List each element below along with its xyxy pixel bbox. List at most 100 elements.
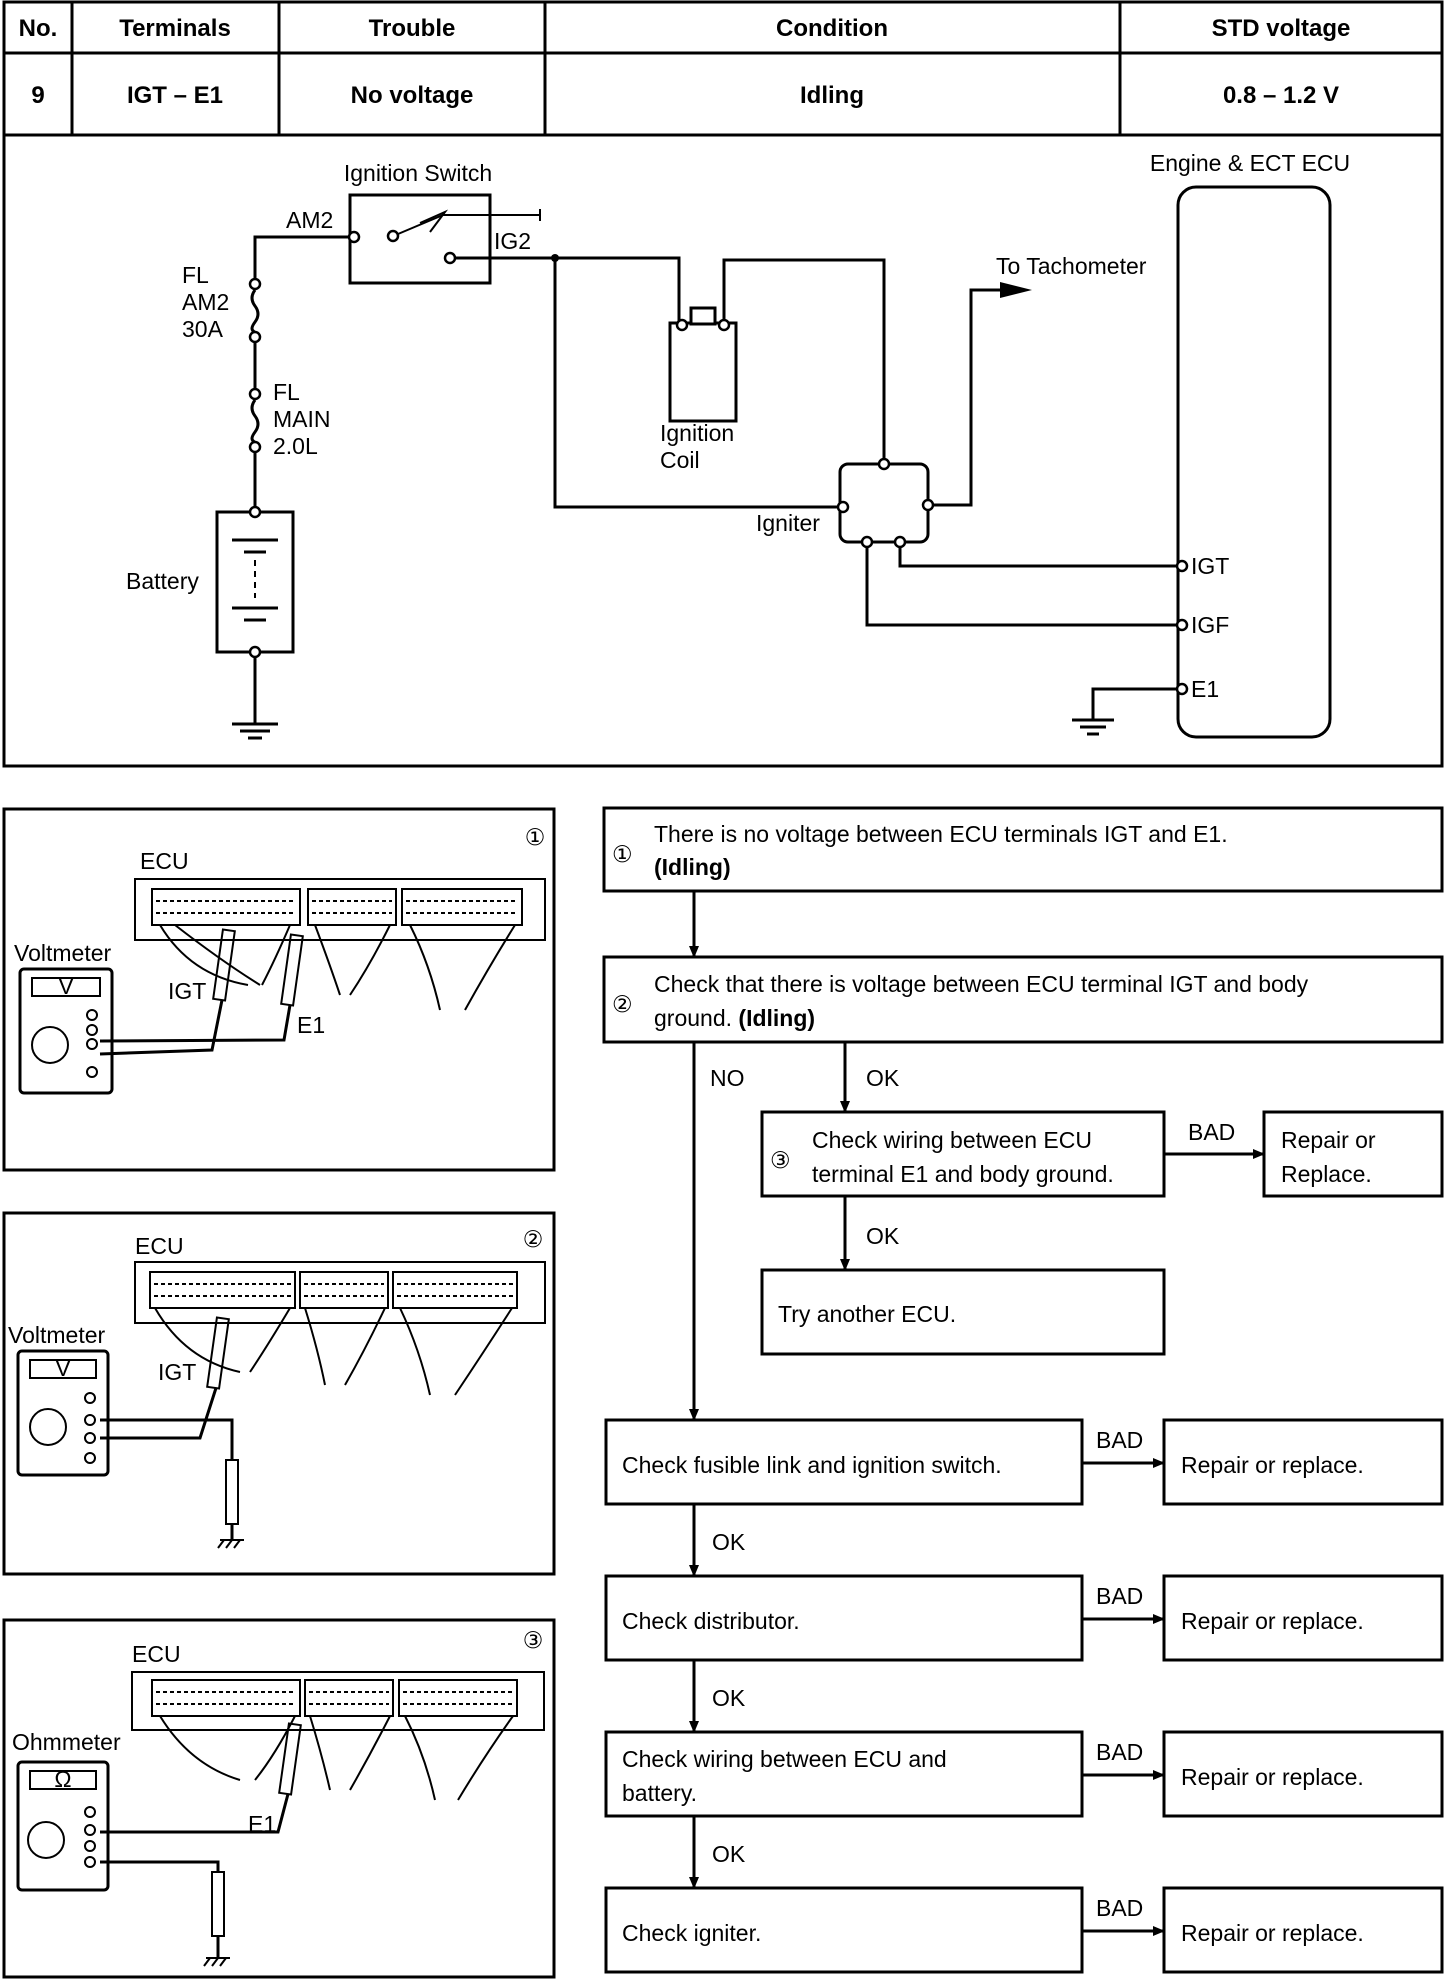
flow-try-ecu-text: Try another ECU. — [778, 1301, 956, 1327]
header-condition: Condition — [776, 15, 888, 42]
panel-2-ecu-connector — [134, 1261, 546, 1324]
cell-condition: Idling — [800, 82, 864, 109]
flow-repair-igniter-text: Repair or replace. — [1181, 1920, 1364, 1946]
flow-step-2-number: ② — [612, 991, 633, 1017]
flow-label-ok-3: OK — [712, 1529, 746, 1555]
battery-label: Battery — [126, 568, 199, 594]
flow-step-2 — [602, 955, 1444, 1044]
fl-am2-line3: 30A — [182, 316, 224, 342]
flow-step-1 — [602, 806, 1444, 893]
flow-repair-fusible-text: Repair or replace. — [1181, 1452, 1364, 1478]
to-tachometer-label: To Tachometer — [996, 253, 1147, 279]
flow-repair-step3 — [1262, 1110, 1444, 1198]
header-std-voltage: STD voltage — [1212, 15, 1351, 42]
header-no: No. — [19, 15, 58, 42]
panel-1-frame — [2, 807, 556, 1172]
igniter-label: Igniter — [756, 510, 820, 536]
flow-label-ok-4: OK — [712, 1685, 746, 1711]
panel-1-ecu-label: ECU — [140, 848, 189, 874]
flow-step-2-condition: (Idling) — [738, 1005, 815, 1031]
panel-2-voltmeter — [16, 1349, 110, 1477]
spec-table: No. Terminals Trouble Condition STD volt… — [2, 0, 1444, 137]
ignition-switch-box — [348, 193, 492, 285]
flow-step-2-line2: ground. (Idling) — [654, 1005, 815, 1031]
panel-1-probe-e1: E1 — [297, 1012, 325, 1038]
panel-1-voltmeter — [18, 967, 114, 1095]
cell-no: 9 — [31, 82, 44, 109]
fusible-link-am2 — [250, 289, 260, 334]
header-trouble: Trouble — [369, 15, 456, 42]
panel-2-number: ② — [523, 1226, 544, 1252]
header-terminals: Terminals — [119, 15, 231, 42]
panel-3-meter-label: Ohmmeter — [12, 1729, 121, 1755]
flow-label-ok-2: OK — [866, 1223, 900, 1249]
panel-3-ohmmeter — [16, 1760, 110, 1892]
ignition-coil-symbol — [668, 321, 738, 423]
flow-label-bad-igniter: BAD — [1096, 1895, 1143, 1921]
flow-step-2-text: Check that there is voltage between ECU … — [654, 971, 1309, 997]
ignition-coil-label-1: Ignition — [660, 420, 734, 446]
panel-3-frame — [2, 1618, 556, 1979]
panel-2-meter-label: Voltmeter — [8, 1322, 105, 1348]
panel-2-ecu-label: ECU — [135, 1233, 184, 1259]
switch-key-mark — [419, 209, 449, 233]
panel-3-meter-symbol: Ω — [54, 1766, 71, 1792]
cell-std-voltage: 0.8 – 1.2 V — [1223, 82, 1339, 109]
flow-step-3-number: ③ — [770, 1147, 791, 1173]
flow-label-no: NO — [710, 1065, 745, 1091]
flow-step-3-text-2: terminal E1 and body ground. — [812, 1161, 1114, 1187]
flow-label-ok-5: OK — [712, 1841, 746, 1867]
flow-check-distributor-text: Check distributor. — [622, 1608, 800, 1634]
troubleshooting-flowchart: ① There is no voltage between ECU termin… — [602, 806, 1444, 1974]
terminal-e1: E1 — [1191, 676, 1219, 702]
flow-repair-wiring-text: Repair or replace. — [1181, 1764, 1364, 1790]
panel-1-ecu-connector — [134, 878, 546, 941]
flow-check-fusible-text: Check fusible link and ignition switch. — [622, 1452, 1002, 1478]
ignition-switch-label: Ignition Switch — [344, 160, 492, 186]
flow-step-1-text: There is no voltage between ECU terminal… — [654, 821, 1228, 847]
cell-terminals: IGT – E1 — [127, 82, 223, 109]
flow-check-igniter-text: Check igniter. — [622, 1920, 761, 1946]
test-panel-2: ② ECU IGT V Voltmeter — [2, 1211, 556, 1576]
flow-label-bad-step3: BAD — [1188, 1119, 1235, 1145]
ecu-box — [1176, 185, 1332, 739]
flow-repair-distributor — [1162, 1574, 1444, 1662]
fl-am2-line2: AM2 — [182, 289, 229, 315]
panel-1-meter-label: Voltmeter — [14, 940, 111, 966]
fusible-link-main — [250, 399, 260, 444]
flow-repair-igniter — [1162, 1886, 1444, 1974]
flow-label-ok-1: OK — [866, 1065, 900, 1091]
flow-step-3-text: Check wiring between ECU — [812, 1127, 1092, 1153]
flow-label-bad-fusible: BAD — [1096, 1427, 1143, 1453]
flow-repair-step3-line2: Replace. — [1281, 1161, 1372, 1187]
flow-label-bad-wiring: BAD — [1096, 1739, 1143, 1765]
fl-main-line3: 2.0L — [273, 433, 318, 459]
flow-try-ecu — [760, 1268, 1166, 1356]
flow-repair-wiring — [1162, 1730, 1444, 1818]
fl-main-line1: FL — [273, 379, 300, 405]
terminal-igf: IGF — [1191, 612, 1229, 638]
ignition-coil-label-2: Coil — [660, 447, 700, 473]
panel-3-ecu-label: ECU — [132, 1641, 181, 1667]
flow-repair-step3-line1: Repair or — [1281, 1127, 1376, 1153]
panel-3-number: ③ — [523, 1627, 544, 1653]
panel-1-number: ① — [525, 824, 546, 850]
panel-2-meter-symbol: V — [55, 1355, 71, 1381]
flow-step-2-line2a: ground. — [654, 1005, 738, 1031]
flow-check-wiring-battery-line1: Check wiring between ECU and — [622, 1746, 947, 1772]
am2-label: AM2 — [286, 207, 333, 233]
flow-repair-distributor-text: Repair or replace. — [1181, 1608, 1364, 1634]
igniter-symbol — [838, 462, 930, 544]
terminal-igt: IGT — [1191, 553, 1229, 579]
ecu-title: Engine & ECT ECU — [1150, 150, 1350, 176]
test-panel-1: ① ECU IGT E1 V Voltmeter — [2, 807, 556, 1172]
fl-am2-line1: FL — [182, 262, 209, 288]
flow-repair-fusible — [1162, 1418, 1444, 1506]
fl-main-line2: MAIN — [273, 406, 331, 432]
cell-trouble: No voltage — [351, 82, 474, 109]
flow-label-bad-distributor: BAD — [1096, 1583, 1143, 1609]
panel-1-probe-igt: IGT — [168, 978, 206, 1004]
panel-1-meter-symbol: V — [58, 973, 74, 999]
flow-step-1-number: ① — [612, 841, 633, 867]
